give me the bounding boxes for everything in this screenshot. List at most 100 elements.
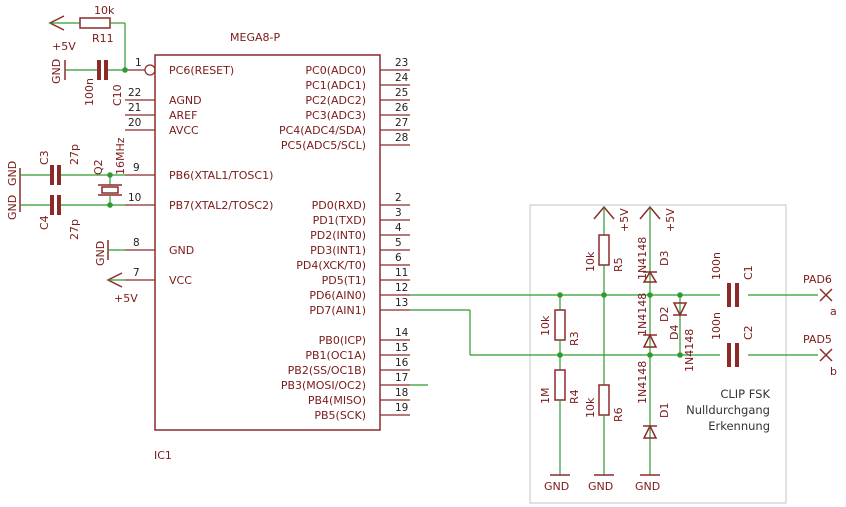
q2-crystal — [101, 186, 119, 194]
r11-ref: R11 — [92, 32, 114, 45]
d4-ref: D4 — [668, 325, 681, 340]
pin-name: PB7(XTAL2/TOSC2) — [169, 199, 273, 212]
pin-num: 21 — [128, 102, 141, 114]
r3-value: 10k — [539, 315, 552, 336]
d1-diode — [642, 424, 658, 439]
pin-name: PD1(TXD) — [313, 214, 366, 227]
gnd-label: GND — [588, 480, 613, 493]
pin-num: 19 — [395, 402, 408, 414]
pin-name: PD6(AIN0) — [309, 289, 366, 302]
block-label-line2: Nulldurchgang — [686, 403, 770, 417]
pin-num: 1 — [135, 57, 142, 69]
pin-name: PB0(ICP) — [319, 334, 366, 347]
c10-gnd-label: GND — [50, 59, 63, 84]
block-label: CLIP FSK Nulldurchgang Erkennung — [686, 387, 770, 433]
pin-num: 6 — [395, 252, 402, 264]
pin-name: PD4(XCK/T0) — [296, 259, 366, 272]
r6-resistor — [598, 384, 610, 416]
vcc-label: +5V — [114, 292, 138, 305]
d2-value: 1N4148 — [636, 293, 649, 336]
c4-capacitor — [50, 195, 54, 215]
pin-num: 3 — [395, 207, 402, 219]
pin-num: 2 — [395, 192, 402, 204]
pin-num: 10 — [128, 192, 141, 204]
pad5-cross-icon — [819, 348, 833, 362]
pin-num: 18 — [395, 387, 408, 399]
pin-num: 17 — [395, 372, 408, 384]
pin-name: PC4(ADC4/SDA) — [279, 124, 366, 137]
pin-name: PD3(INT1) — [310, 244, 366, 257]
c2-value: 100n — [710, 312, 723, 340]
pin-num: 15 — [395, 342, 408, 354]
pin-name: PB1(OC1A) — [305, 349, 366, 362]
d2-ref: D2 — [658, 307, 671, 322]
d3-diode — [642, 270, 658, 283]
c10-ref: C10 — [111, 84, 124, 106]
pin-num: 27 — [395, 117, 408, 129]
r3-resistor — [554, 309, 566, 341]
d3-value: 1N4148 — [636, 237, 649, 280]
q2-value: 16MHz — [114, 137, 127, 175]
pad6-name: PAD6 — [803, 273, 832, 286]
coupling-caps: 100n C1 100n C2 — [710, 252, 755, 367]
pin-num: 16 — [395, 357, 409, 369]
r4-value: 1M — [539, 388, 552, 405]
pin-name: PD7(AIN1) — [309, 304, 366, 317]
gnd-label: GND — [6, 195, 19, 220]
pin-name: PB3(MOSI/OC2) — [281, 379, 366, 392]
c4-value: 27p — [68, 219, 81, 240]
ic1-mega8: MEGA8-P IC1 — [154, 31, 381, 462]
r5-value: 10k — [584, 251, 597, 272]
pin-num: 26 — [395, 102, 409, 114]
pin-name: PB4(MISO) — [308, 394, 366, 407]
c4-ref: C4 — [38, 215, 51, 230]
pin-num: 22 — [128, 87, 141, 99]
pin-name: PC3(ADC3) — [305, 109, 366, 122]
pad5-name: PAD5 — [803, 333, 832, 346]
r5-resistor — [598, 234, 610, 266]
pin-num: 25 — [395, 87, 408, 99]
pin-name: PB5(SCK) — [314, 409, 366, 422]
c1-value: 100n — [710, 252, 723, 280]
block-label-line3: Erkennung — [708, 419, 770, 433]
pin-name: PD0(RXD) — [312, 199, 366, 212]
pin-name: AVCC — [169, 124, 199, 137]
pin-name: PC1(ADC1) — [305, 79, 366, 92]
pin-name: PD5(T1) — [322, 274, 366, 287]
crystal-circuit: GND GND C3 27p C4 27p Q2 16MHz — [6, 137, 127, 240]
pin-name: GND — [169, 244, 194, 257]
d3-supply-label: +5V — [664, 208, 677, 232]
ic-left-pins: 1 PC6(RESET) 22 AGND 21 AREF 20 AVCC 9 P… — [125, 57, 273, 287]
ic-right-pins: 23 PC0(ADC0) 24 PC1(ADC1) 25 PC2(ADC2) 2… — [279, 57, 410, 422]
d1-value: 1N4148 — [636, 361, 649, 404]
pin-num: 9 — [133, 162, 140, 174]
c10-capacitor — [97, 60, 101, 80]
r5-supply-label: +5V — [618, 208, 631, 232]
pin-num: 23 — [395, 57, 408, 69]
pad5-signal: b — [830, 365, 837, 378]
pin-num: 28 — [395, 132, 408, 144]
ic-name: MEGA8-P — [230, 31, 280, 44]
pin-num: 8 — [133, 237, 140, 249]
pin-name: VCC — [169, 274, 192, 287]
pin-num: 7 — [133, 267, 140, 279]
r5-r6-column: +5V 10k R5 10k R6 GND — [584, 205, 631, 493]
pin-num: 5 — [395, 237, 402, 249]
block-label-line1: CLIP FSK — [720, 387, 770, 401]
reset-circuit: 10k R11 +5V GND 100n C10 — [48, 4, 128, 106]
pin-name: PC2(ADC2) — [305, 94, 366, 107]
r6-ref: R6 — [612, 407, 625, 422]
clip-fsk-block — [529, 204, 787, 504]
d4-group: D4 1N4148 — [668, 292, 696, 372]
r5-ref: R5 — [612, 257, 625, 272]
pads: PAD6 a PAD5 b — [803, 273, 837, 378]
pin-name: AREF — [169, 109, 197, 122]
r3-r4-column: 10k R3 1M R4 GND — [539, 292, 581, 493]
gnd-label: GND — [94, 241, 107, 266]
r4-ref: R4 — [568, 389, 581, 404]
pin-name: PD2(INT0) — [310, 229, 366, 242]
diode-column: +5V 1N4148 D3 1N4148 D2 1N4148 D1 GND — [635, 205, 677, 493]
r4-resistor — [554, 369, 566, 401]
r3-ref: R3 — [568, 331, 581, 346]
